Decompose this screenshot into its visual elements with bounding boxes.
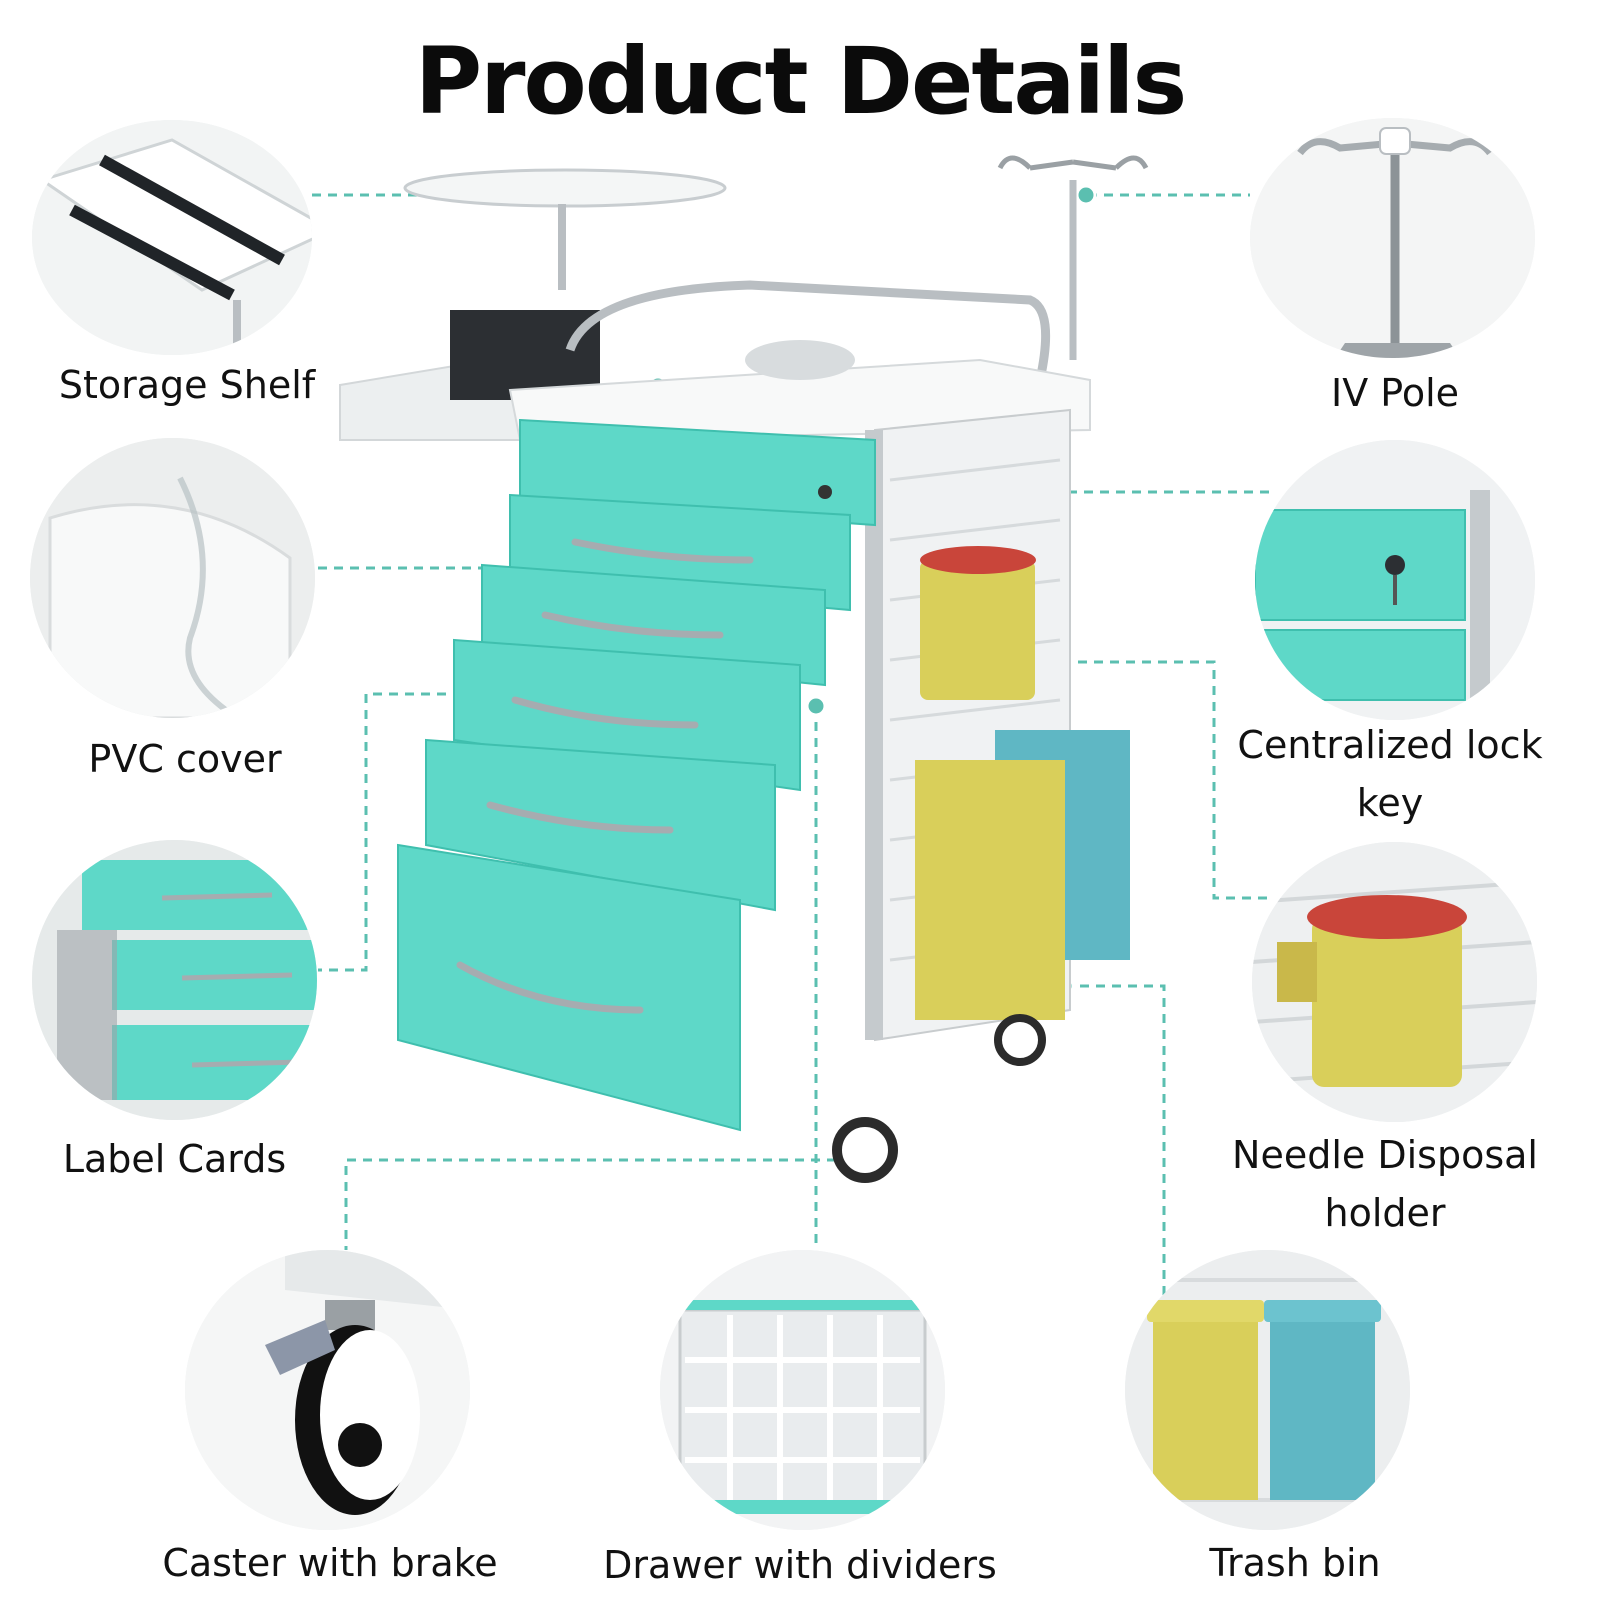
storage-shelf-image [32, 120, 312, 355]
needle-disposal-holder-label: Needle Disposal holder [1205, 1126, 1565, 1242]
label-cards-image [32, 840, 317, 1120]
centralized-lock-label-line2: key [1356, 781, 1424, 825]
drawer-dividers-image [660, 1250, 945, 1530]
pvc-cover-label: PVC cover [88, 737, 282, 781]
label-cards-label: Label Cards [62, 1137, 287, 1181]
centralized-lock-key-label: Centralized lock key [1210, 716, 1570, 832]
needle-disposal-label-line1: Needle Disposal [1232, 1133, 1538, 1177]
trash-bin-label: Trash bin [1209, 1541, 1381, 1585]
storage-shelf-label: Storage Shelf [58, 363, 316, 407]
caster-with-brake-label: Caster with brake [162, 1541, 498, 1585]
centralized-lock-image [1255, 440, 1535, 720]
drawer-with-dividers-label: Drawer with dividers [603, 1543, 997, 1587]
pvc-cover-image [30, 438, 315, 718]
iv-pole-label: IV Pole [1330, 371, 1460, 415]
medical-cart-illustration [339, 155, 1149, 1183]
needle-disposal-label-line2: holder [1324, 1191, 1446, 1235]
centralized-lock-label-line1: Centralized lock [1237, 723, 1543, 767]
page-title: Product Details [414, 28, 1188, 135]
needle-disposal-image [1252, 842, 1537, 1122]
caster-image [185, 1250, 470, 1530]
iv-pole-image [1250, 118, 1535, 358]
trash-bin-image [1125, 1250, 1410, 1530]
